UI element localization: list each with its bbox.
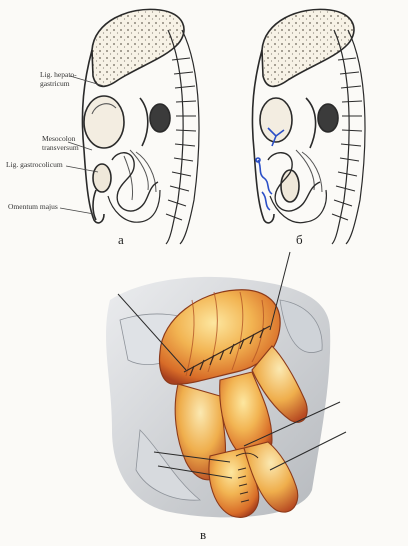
label-omentum-majus: Omentum majus <box>8 202 58 211</box>
panel-label-c: в <box>200 527 207 542</box>
label-lig-hepatogastricum: Lig. hepato- gastricum <box>40 70 77 88</box>
panel-a-drawing <box>59 8 200 245</box>
panel-label-b: б <box>296 232 303 247</box>
panel-b-drawing <box>251 8 366 245</box>
label-lig-gastrocolicum: Lig. gastrocolicum <box>6 160 63 169</box>
panel-c-drawing <box>106 251 347 518</box>
panel-label-a: а <box>118 232 124 247</box>
label-mesocolon-transversum: Mesocolon transversum <box>42 134 79 152</box>
